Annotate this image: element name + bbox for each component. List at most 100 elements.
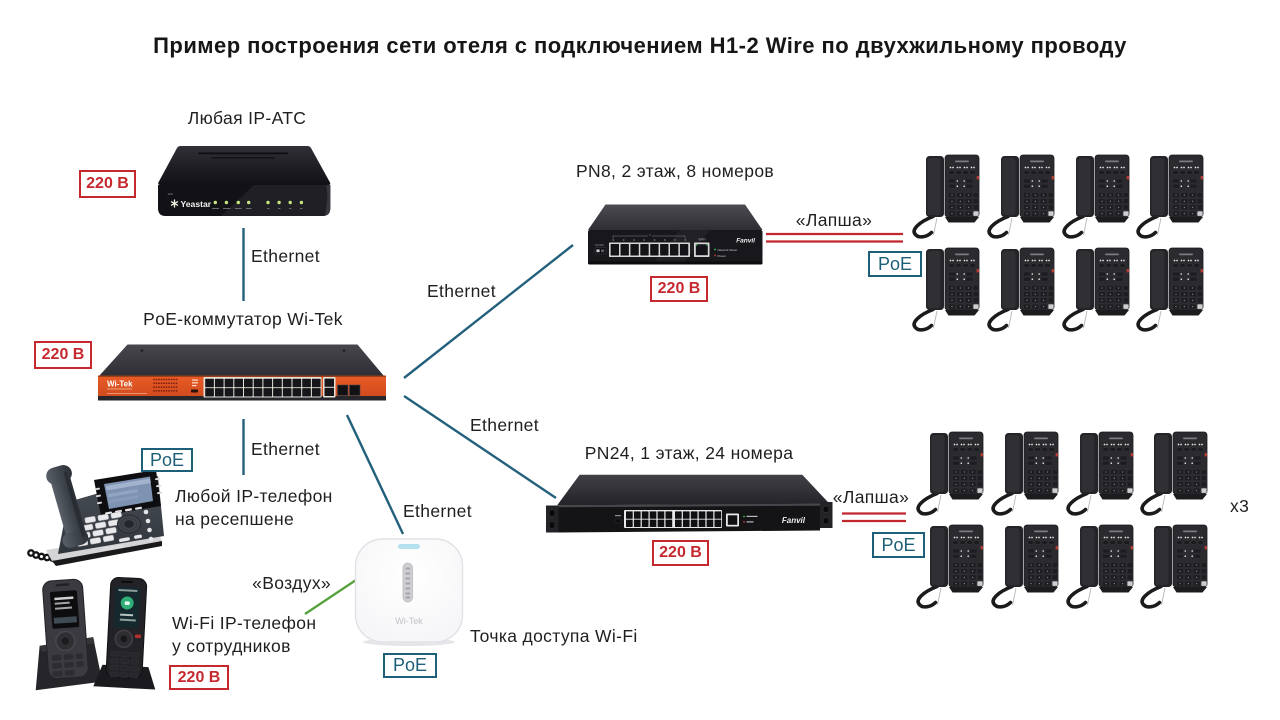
pbx-leds — [213, 200, 304, 205]
ethernet-label-ap: Ethernet — [403, 501, 472, 521]
pn24-led-legend — [743, 515, 758, 523]
core-switch-logo: Wi-Tek — [107, 380, 147, 394]
svg-text:ON OFF: ON OFF — [595, 244, 605, 247]
access-point-device: Wi-Tek — [354, 538, 464, 646]
svg-text:Fanvil: Fanvil — [736, 238, 755, 245]
svg-text:Fanvil: Fanvil — [782, 516, 806, 525]
hotel-phone — [1140, 524, 1208, 609]
line-switch-pn8 — [403, 244, 574, 379]
pbx-logo-star — [170, 199, 179, 208]
port-numbers — [612, 239, 687, 241]
dpad — [117, 514, 141, 534]
svg-text:WAN: WAN — [698, 238, 706, 242]
power-badge-core: 220 В — [34, 341, 92, 369]
hotel-phone — [912, 247, 980, 332]
rack-ear-left — [546, 505, 559, 533]
ethernet-label-pbx: Ethernet — [251, 246, 320, 266]
hotel-phones-floor-1 — [906, 429, 1208, 619]
ethernet-label-reception: Ethernet — [251, 439, 320, 459]
pn24-ports — [624, 510, 722, 528]
pn24-label: PN24, 1 этаж, 24 номера — [584, 443, 794, 463]
core-switch-device: Wi-Tek — [98, 344, 386, 401]
svg-text:Power: Power — [718, 254, 727, 258]
phone-keypad — [1097, 192, 1129, 217]
pn8-switch-device: WAN Network Reset Power Fanvil ON OFF — [588, 204, 763, 265]
handset — [46, 465, 89, 548]
hotel-phone — [991, 524, 1059, 609]
multiplier-label: x3 — [1230, 496, 1250, 516]
diagram-title: Пример построения сети отеля с подключен… — [153, 33, 1127, 58]
phone-keypad — [1172, 192, 1204, 217]
pbx-label: Любая IP-АТС — [187, 108, 307, 128]
hotel-phone — [1136, 247, 1204, 332]
ap-label: Точка доступа Wi-Fi — [470, 626, 638, 646]
phone-keypad — [1097, 284, 1129, 309]
phone-keypad — [948, 284, 979, 309]
wifi-phones-device — [35, 576, 156, 691]
hotel-phone — [991, 431, 1059, 516]
pbx-logo: Yeastar — [170, 199, 212, 209]
svg-text:Network Reset: Network Reset — [718, 248, 738, 252]
line-switch-ap — [345, 414, 405, 535]
hotel-phone — [987, 154, 1055, 239]
svg-text:Wi-Tek: Wi-Tek — [107, 380, 133, 389]
hotel-phone — [916, 431, 984, 516]
led-matrix — [153, 378, 178, 392]
vozduh-label: «Воздух» — [252, 573, 331, 593]
hotel-phone — [987, 247, 1055, 332]
lapsha-label-pn24: «Лапша» — [832, 487, 910, 507]
core-switch-label: PoE-коммутатор Wi-Tek — [143, 309, 343, 329]
hotel-phone — [1140, 431, 1208, 516]
pn24-switch-device: Fanvil — [546, 474, 833, 533]
cordless-phone-left — [35, 578, 103, 691]
phone-keypad — [1023, 284, 1054, 309]
phone-keypad — [1172, 284, 1204, 309]
hotel-phone — [916, 524, 984, 609]
phone-keypad — [1027, 469, 1058, 494]
cordless-phone-right — [93, 576, 156, 690]
ethernet-label-pn24: Ethernet — [470, 415, 539, 435]
pn24-dip — [614, 515, 622, 524]
hotel-phone — [1065, 524, 1133, 609]
ap-led — [398, 544, 420, 549]
ethernet-lines — [242, 228, 574, 535]
hotel-phone — [1061, 247, 1129, 332]
phone-keypad — [1023, 192, 1054, 217]
power-badge-pn24: 220 В — [652, 540, 709, 566]
pn8-power-switch: ON OFF — [594, 244, 607, 255]
poe-badge-pn8: PoE — [868, 251, 922, 277]
phone-keypad — [1176, 469, 1208, 494]
phone-keypad — [1101, 469, 1133, 494]
line-switch-pn24 — [403, 395, 557, 499]
hotel-phone — [1065, 431, 1133, 516]
svg-text:Yeastar: Yeastar — [181, 199, 212, 209]
line-keys — [95, 477, 162, 505]
hotel-phone — [912, 154, 980, 239]
pn8-ports — [609, 242, 690, 257]
mode-label — [192, 379, 198, 387]
right-keys — [118, 509, 154, 542]
pn8-label: PN8, 2 этаж, 8 номеров — [575, 161, 775, 181]
power-badge-pbx: 220 В — [79, 170, 136, 198]
lapsha-label-pn8: «Лапша» — [795, 210, 873, 230]
reception-phone-device — [27, 465, 164, 566]
port-group-bracket — [612, 234, 686, 239]
port-block — [203, 377, 361, 398]
power-badge-pn8: 220 В — [650, 276, 708, 302]
ip-pbx-device: Yeastar — [158, 146, 331, 216]
two-wire-lines — [766, 232, 906, 523]
hotel-phone — [1061, 154, 1129, 239]
pn8-wan-port: WAN — [694, 238, 710, 257]
phone-keypad — [1101, 561, 1133, 586]
ethernet-label-pn8: Ethernet — [427, 281, 496, 301]
power-badge-wifi-phones: 220 В — [169, 665, 229, 690]
hotel-phones-floor-2 — [902, 152, 1204, 342]
ap-logo: Wi-Tek — [395, 616, 423, 626]
air-line — [304, 579, 357, 615]
poe-badge-reception: PoE — [141, 448, 193, 472]
phone-keypad — [1027, 561, 1058, 586]
